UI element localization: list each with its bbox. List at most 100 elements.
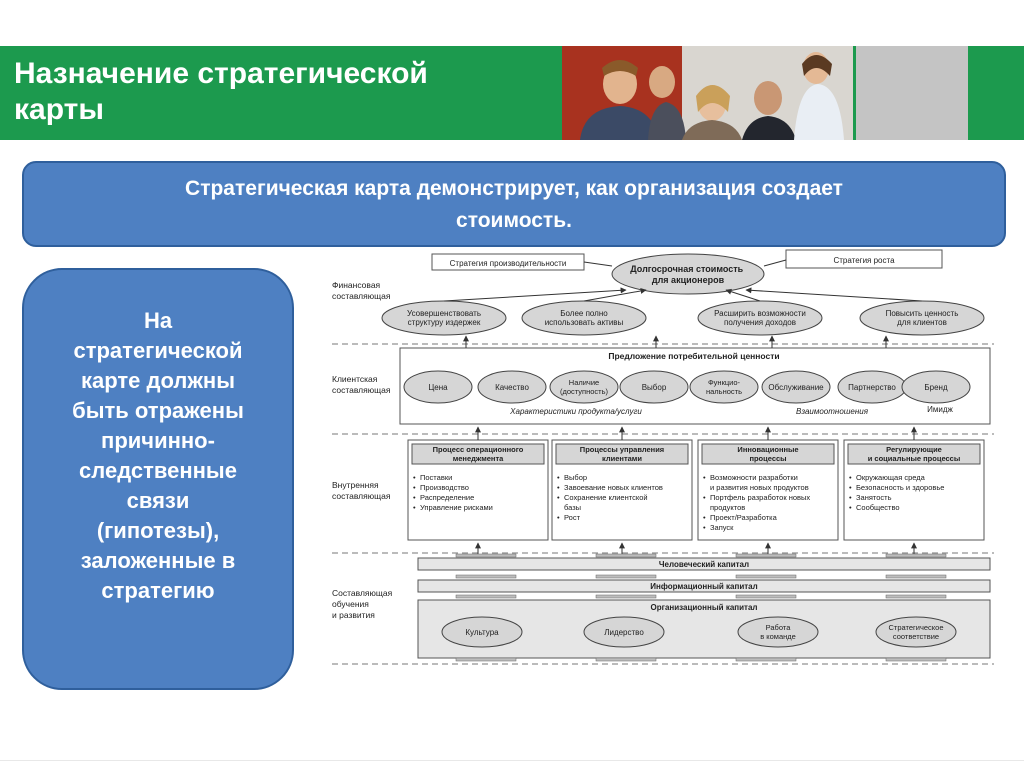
capital-connector-tick [735,657,797,662]
capital-connector-tick [595,574,657,579]
productivity-connector [583,261,613,267]
org-capital-oval [583,616,665,648]
process-item: Распределение [420,493,474,502]
bullet-icon: • [849,493,852,502]
main-statement-banner: Стратегическая карта демонстрирует, как … [22,161,1006,247]
relations-label: Взаимоотношения [796,407,869,416]
growth-strategy-label: Стратегия роста [833,256,895,265]
bullet-icon: • [557,473,560,482]
financial-arrow [583,287,647,302]
capital-connector-tick [735,574,797,579]
strategy-map-svg: Финансовая составляющая Клиентская соста… [332,249,994,665]
bullet-icon: • [849,503,852,512]
header-photo [562,46,853,140]
financial-arrow [443,287,627,302]
people-photo-image [562,46,853,140]
information-capital-label: Информационный капитал [650,582,757,591]
information-capital-bar [417,579,991,593]
customer-value-label: Наличие(доступность) [560,378,609,396]
process-item: Окружающая среда [856,473,926,482]
capital-connector-tick [735,594,797,599]
org-capital-oval [737,616,819,648]
bullet-icon: • [703,473,706,482]
customer-value-label: Функцио-нальность [706,378,742,396]
financial-arrow [725,288,761,302]
callout-line: причинно- [101,428,215,453]
customer-perspective-label: Клиентская составляющая [332,374,391,395]
image-label: Имидж [927,405,953,414]
shareholder-value-oval [611,253,765,295]
customer-value-oval [549,370,619,404]
process-item: Проект/Разработка [710,513,778,522]
bullet-icon: • [413,483,416,492]
customer-value-label: Выбор [642,383,667,392]
shareholder-value-label: Долгосрочная стоимость для акционеров [630,264,745,285]
process-item: Портфель разработок новых [710,493,810,502]
customer-value-oval [619,370,689,404]
product-characteristics-label: Характеристики продукта/услуги [509,407,642,416]
process-item: Выбор [564,473,587,482]
slide-title-line2: карты [14,93,104,126]
customer-value-oval [477,370,547,404]
process-title-box [847,443,981,465]
bullet-icon: • [703,513,706,522]
capital-connector-tick [595,553,657,558]
customer-arrows [463,335,889,348]
org-capital-label: Культура [465,628,499,637]
capital-connector-tick [885,574,947,579]
org-capital-label: Лидерство [604,628,644,637]
capital-connector-tick [885,553,947,558]
capital-connector-tick [455,657,517,662]
process-title-box [411,443,545,465]
bullet-icon: • [703,493,706,502]
growth-strategy-box [785,249,943,269]
process-item: Управление рисками [420,503,493,512]
capital-connector-tick [735,553,797,558]
bullet-icon: • [849,473,852,482]
customer-value-oval [901,370,971,404]
callout-line: связи [126,488,190,513]
callout-line: быть отражены [72,398,244,423]
process-item: и развития новых продуктов [710,483,809,492]
productivity-strategy-label: Стратегия производительности [450,259,567,268]
learning-perspective-label: Составляющая обучения и развития [332,588,395,620]
bullet-icon: • [413,493,416,502]
org-capital-oval [875,616,957,648]
header-grey-block [856,46,968,140]
customer-value-label: Бренд [924,383,948,392]
banner-line2: стоимость. [456,209,572,232]
process-item: Сохранение клиентской [564,493,648,502]
bullet-icon: • [413,473,416,482]
bullet-icon: • [557,493,560,502]
capital-connector-tick [885,594,947,599]
customer-value-label: Цена [428,383,448,392]
process-item: Поставки [420,473,452,482]
process-item: Занятость [856,493,892,502]
bullet-icon: • [557,513,560,522]
human-capital-label: Человеческий капитал [659,560,749,569]
organizational-capital-label: Организационный капитал [651,603,758,612]
header-bar [0,46,1024,140]
capital-connector-tick [885,657,947,662]
process-item: Рост [564,513,581,522]
process-title-box [555,443,689,465]
process-title-box [701,443,835,465]
bullet-icon: • [849,483,852,492]
banner-line1: Стратегическая карта демонстрирует, как … [185,177,843,200]
capital-connector-tick [595,594,657,599]
human-capital-bar [417,557,991,571]
callout-line: стратегию [101,578,215,603]
callout-line: (гипотезы), [96,518,220,543]
process-item: Производство [420,483,469,492]
